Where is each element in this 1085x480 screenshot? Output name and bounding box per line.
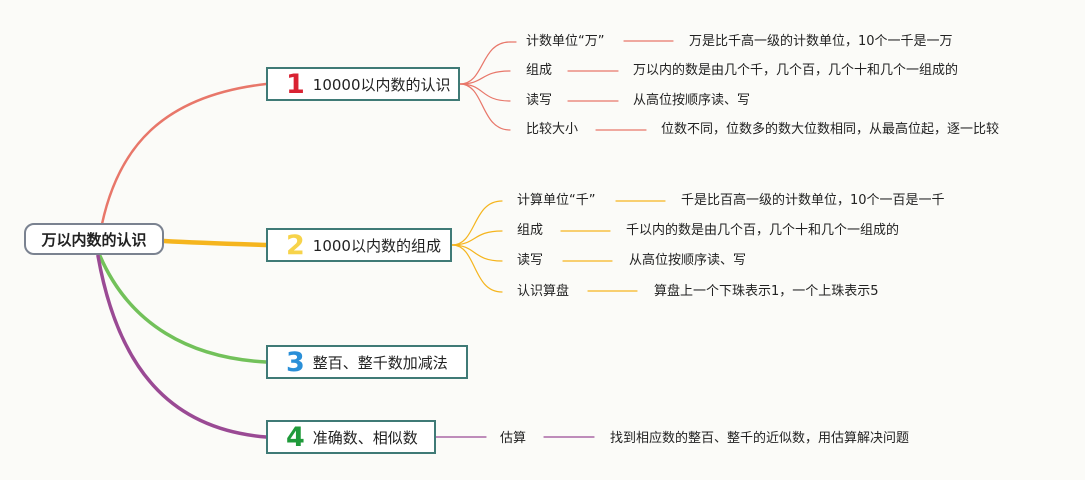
topic-4[interactable]: 4 准确数、相似数 xyxy=(266,420,436,454)
branch-connector xyxy=(100,82,268,226)
child-connector xyxy=(459,41,511,85)
subtopic-description: 从高位按顺序读、写 xyxy=(633,93,751,108)
topic-1[interactable]: 1 10000以内数的认识 xyxy=(266,67,460,101)
subtopic-label[interactable]: 组成 xyxy=(526,63,553,78)
topic-label: 准确数、相似数 xyxy=(312,428,418,447)
topic-3[interactable]: 3 整百、整千数加减法 xyxy=(266,345,468,379)
topic-number: 1 xyxy=(286,68,305,100)
topic-label: 1000以内数的组成 xyxy=(312,236,441,255)
child-connector xyxy=(451,244,503,293)
child-connector xyxy=(451,230,503,246)
topic-label: 10000以内数的认识 xyxy=(312,75,451,94)
subtopic-label[interactable]: 估算 xyxy=(500,431,527,446)
subtopic-description: 找到相应数的整百、整千的近似数，用估算解决问题 xyxy=(610,431,910,446)
topic-2[interactable]: 2 1000以内数的组成 xyxy=(266,228,452,262)
subtopic-description: 算盘上一个下珠表示1，一个上珠表示5 xyxy=(654,284,879,299)
subtopic-label[interactable]: 认识算盘 xyxy=(517,284,570,299)
subtopic-description: 万是比千高一级的计数单位，10个一千是一万 xyxy=(689,34,953,49)
subtopic-description: 千以内的数是由几个百，几个十和几个一组成的 xyxy=(626,223,900,238)
topic-number: 4 xyxy=(286,421,305,453)
subtopic-description: 从高位按顺序读、写 xyxy=(629,253,747,268)
subtopic-label[interactable]: 读写 xyxy=(526,93,553,108)
child-connector xyxy=(459,70,511,85)
topic-number: 3 xyxy=(286,346,305,378)
child-connector xyxy=(451,200,503,246)
child-connector xyxy=(451,244,503,262)
subtopic-description: 千是比百高一级的计数单位，10个一百是一千 xyxy=(681,193,945,208)
subtopic-description: 位数不同，位数多的数大位数相同，从最高位起，逐一比较 xyxy=(661,122,1000,137)
subtopic-label[interactable]: 计算单位“千” xyxy=(517,193,596,208)
subtopic-label[interactable]: 读写 xyxy=(517,253,544,268)
root-label: 万以内数的认识 xyxy=(41,230,147,249)
root-node[interactable]: 万以内数的认识 xyxy=(24,223,164,255)
subtopic-label[interactable]: 比较大小 xyxy=(526,122,579,137)
branch-connector xyxy=(161,238,269,248)
branch-connector xyxy=(96,254,268,439)
child-connector xyxy=(459,83,511,131)
subtopic-label[interactable]: 组成 xyxy=(517,223,544,238)
topic-label: 整百、整千数加减法 xyxy=(312,353,448,372)
topic-number: 2 xyxy=(286,229,305,261)
child-connector xyxy=(459,83,511,102)
subtopic-description: 万以内的数是由几个千，几个百，几个十和几个一组成的 xyxy=(633,63,959,78)
branch-connector xyxy=(98,254,268,364)
subtopic-label[interactable]: 计数单位“万” xyxy=(526,34,605,49)
